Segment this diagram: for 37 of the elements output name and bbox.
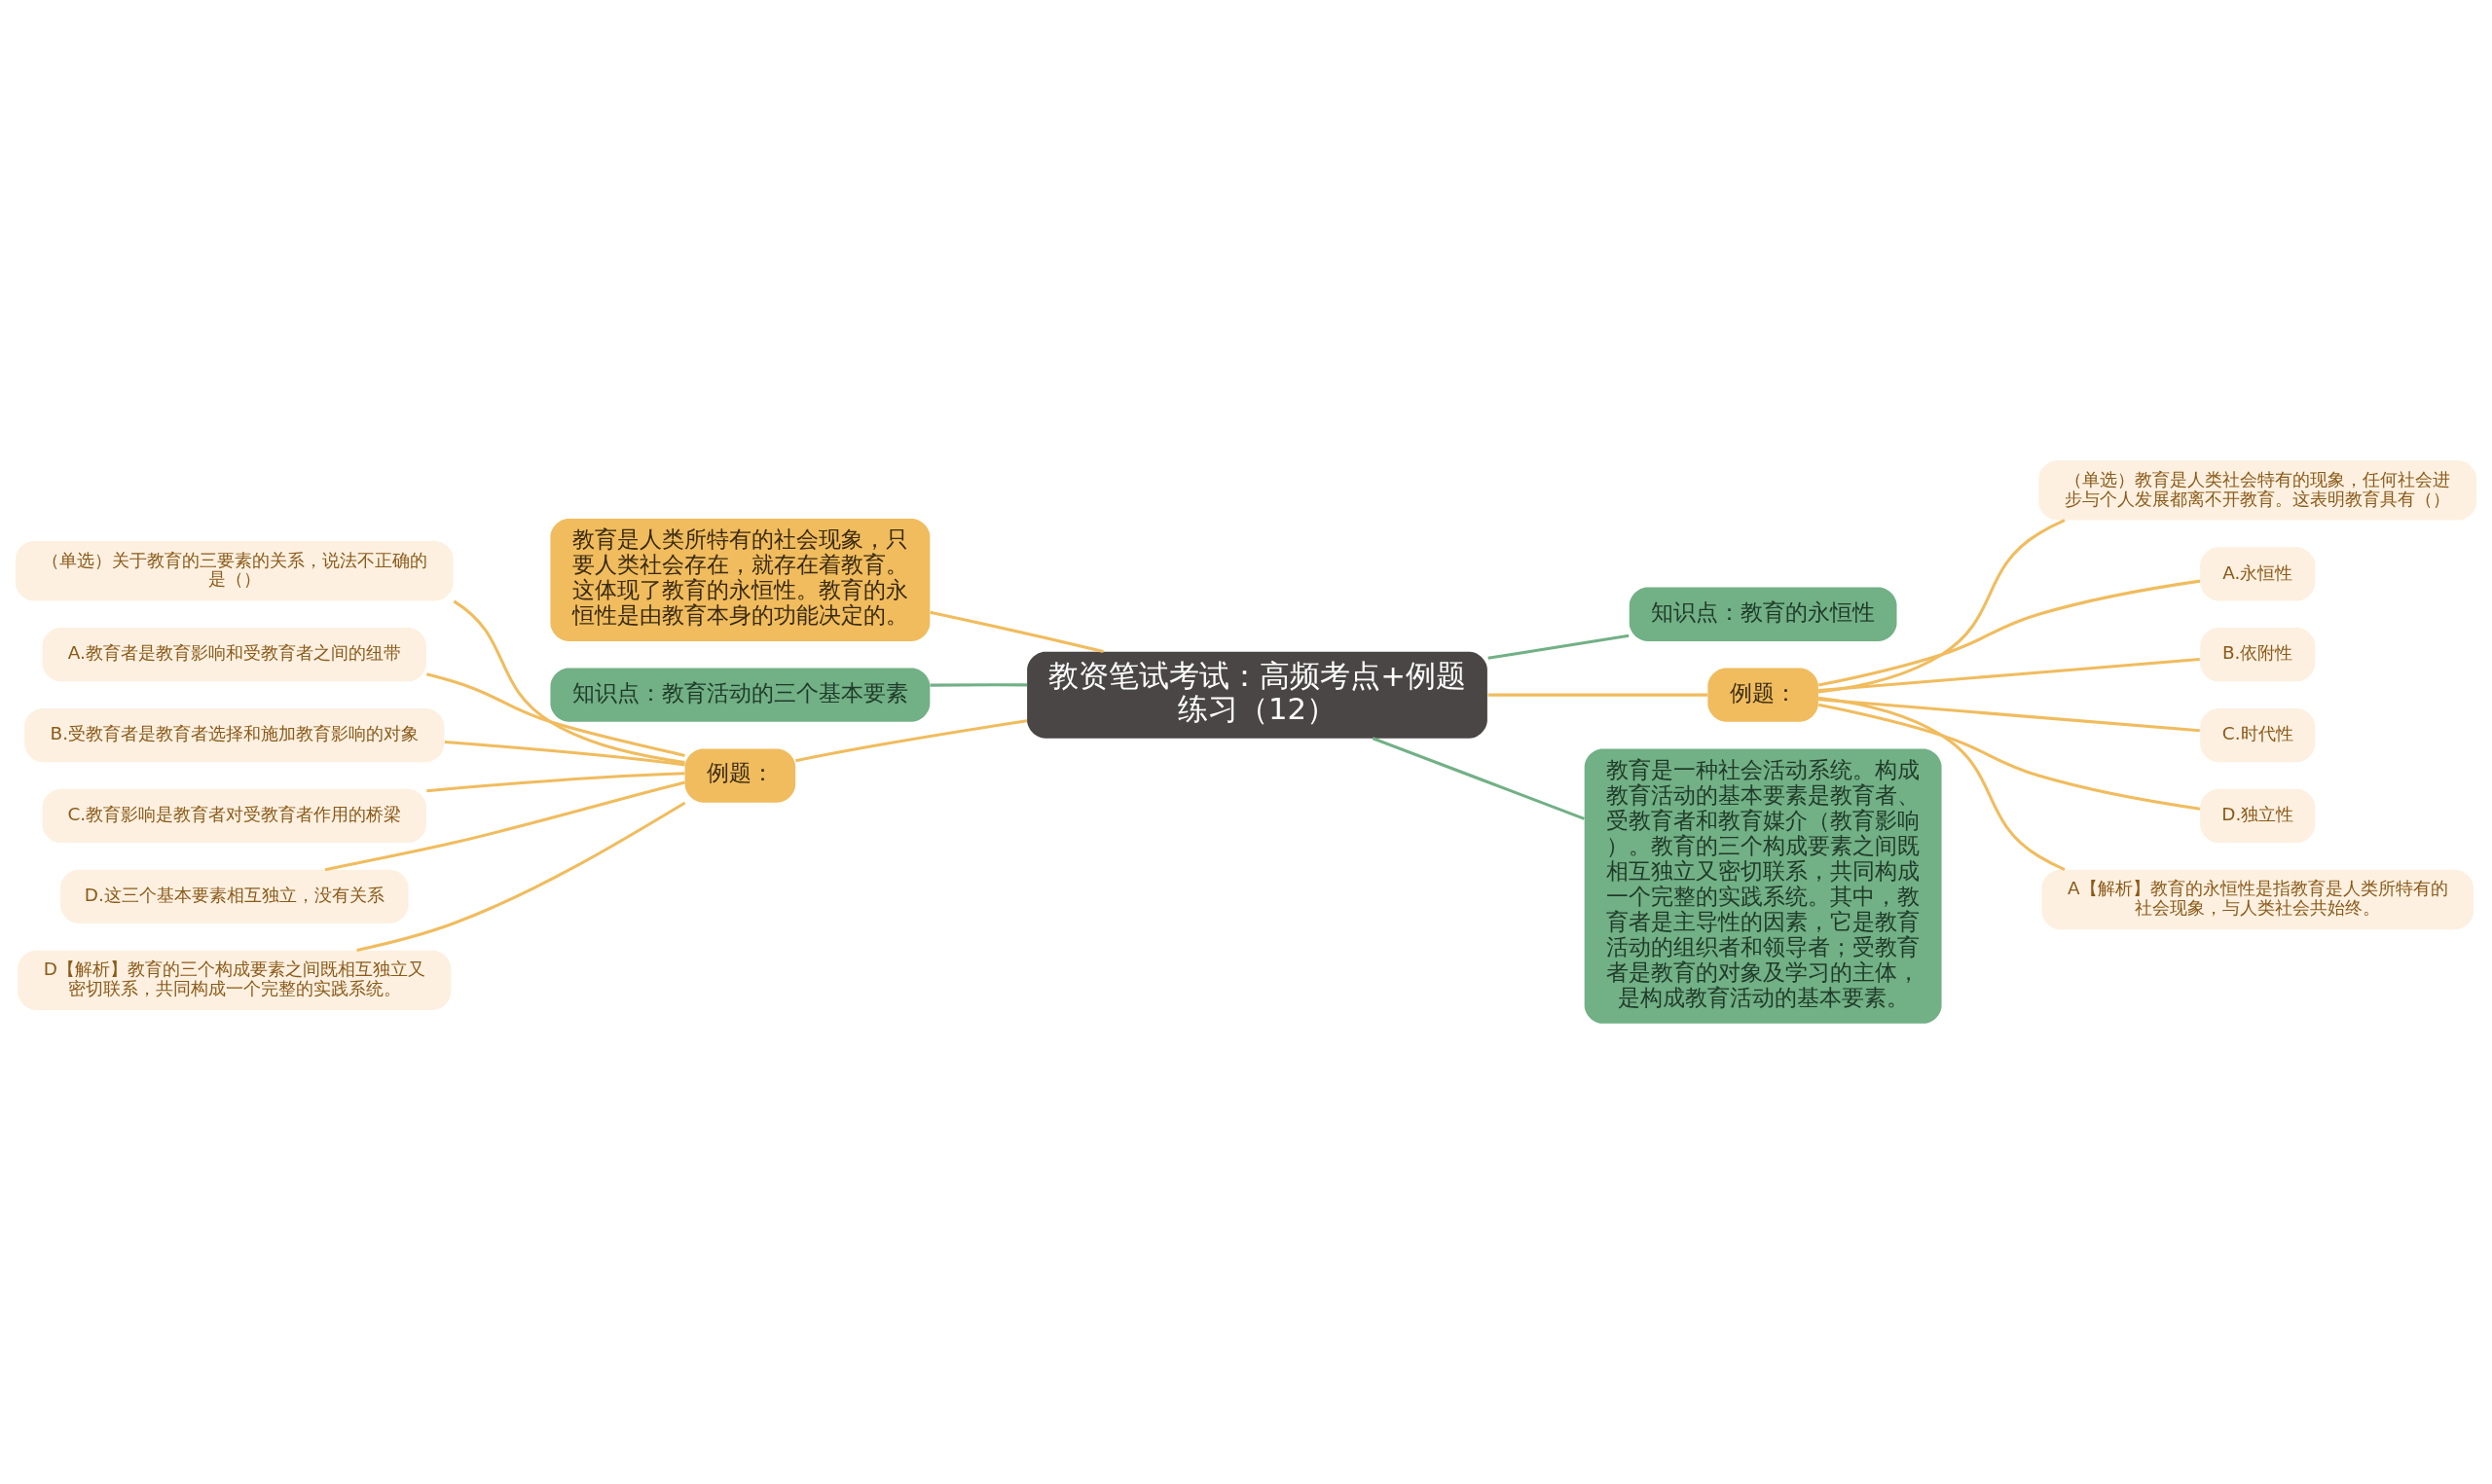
node-box: B.依附性 bbox=[2200, 628, 2316, 682]
connector bbox=[1372, 737, 1586, 820]
node-box: 教育是人类所特有的社会现象，只要人类社会存在，就存在着教育。这体现了教育的永恒性。教育的永恒性是由教育本身的功能决定的。 bbox=[550, 519, 931, 641]
connector bbox=[444, 741, 685, 767]
connector bbox=[1487, 693, 1708, 697]
node-box: A.永恒性 bbox=[2200, 547, 2316, 601]
node-box: 例题： bbox=[684, 748, 796, 803]
connector bbox=[930, 610, 1104, 654]
connector bbox=[356, 801, 686, 952]
node-box: D.这三个基本要素相互独立，没有关系 bbox=[59, 869, 409, 923]
node-box: D.独立性 bbox=[2200, 788, 2316, 844]
connector bbox=[1487, 633, 1630, 660]
connector bbox=[1818, 657, 2200, 693]
connector bbox=[425, 672, 685, 757]
node-box: （单选）关于教育的三要素的关系，说法不正确的是（） bbox=[15, 541, 454, 601]
node-box: 知识点：教育的永恒性 bbox=[1629, 587, 1897, 641]
node-box: B.受教育者是教育者选择和施加教育影响的对象 bbox=[24, 707, 445, 763]
node-box: 教育是一种社会活动系统。构成教育活动的基本要素是教育者、受教育者和教育媒介（教育影响）。教育的三个构成要素之间既相互独立又密切联系，共同构成一个完整的实践系统。其中，教育者是主导性的因素，它是教育活动的组织者和领导者；受教育者是教育的对象及学习的主体，是构成教育活动的基本要素。 bbox=[1584, 748, 1942, 1024]
node-box: （单选）教育是人类社会特有的现象，任何社会进步与个人发展都离不开教育。这表明教育具有（） bbox=[2038, 460, 2477, 521]
connector bbox=[1817, 519, 2066, 694]
connector bbox=[453, 599, 685, 765]
node-box: 例题： bbox=[1707, 668, 1818, 722]
node-box: A【解析】教育的永恒性是指教育是人类所特有的社会现象，与人类社会共始终。 bbox=[2041, 869, 2474, 930]
connector bbox=[1817, 703, 2201, 811]
connector bbox=[1817, 579, 2201, 687]
node-box: 教资笔试考试：高频考点+例题练习（12） bbox=[1027, 651, 1487, 739]
node-box: C.时代性 bbox=[2200, 707, 2316, 763]
connector bbox=[324, 780, 685, 872]
node-box: A.教育者是教育影响和受教育者之间的纽带 bbox=[42, 628, 426, 682]
node-box: C.教育影响是教育者对受教育者作用的桥梁 bbox=[42, 788, 426, 844]
node-box: D【解析】教育的三个构成要素之间既相互独立又密切联系，共同构成一个完整的实践系统。 bbox=[18, 950, 452, 1011]
connector bbox=[1817, 696, 2066, 872]
connector bbox=[1818, 698, 2200, 733]
connector bbox=[930, 683, 1028, 687]
node-box: 知识点：教育活动的三个基本要素 bbox=[550, 668, 931, 722]
connector bbox=[795, 719, 1028, 763]
connector bbox=[426, 772, 685, 793]
